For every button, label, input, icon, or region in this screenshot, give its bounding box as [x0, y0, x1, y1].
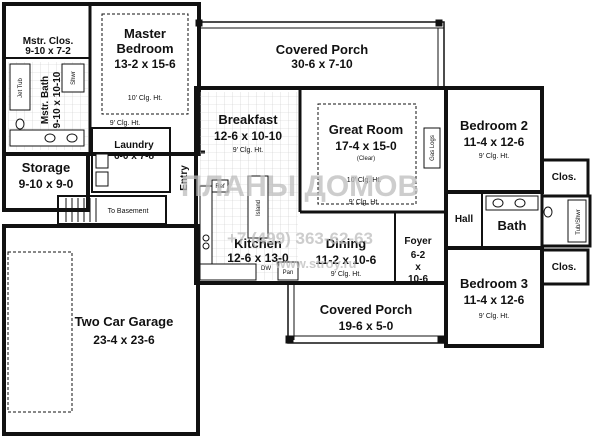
master-bedroom-label-1: Master — [124, 26, 166, 41]
dining-label: Dining — [326, 236, 366, 251]
garage-label: Two Car Garage — [75, 314, 174, 329]
master-bedroom-ceiling: 10' Clg. Ht. — [128, 95, 162, 102]
dining-ceiling: 9' Clg. Ht. — [331, 271, 362, 278]
great-room-label: Great Room — [329, 122, 403, 137]
entry-label: Entry — [179, 165, 190, 191]
rear-porch — [195, 19, 445, 89]
master-bedroom-dims: 13-2 x 15-6 — [114, 57, 176, 71]
master-bedroom-label-2: Bedroom — [116, 41, 173, 56]
bedroom2-closet-label: Clos. — [552, 172, 577, 183]
storage-dims: 9-10 x 9-0 — [19, 177, 74, 191]
bedroom2-dims: 11-4 x 12-6 — [464, 135, 525, 149]
gas-logs-label: Gas Logs — [430, 135, 436, 161]
breakfast-ceiling: 9' Clg. Ht. — [233, 147, 264, 154]
front-porch-label: Covered Porch — [320, 302, 413, 317]
ref-label: Ref — [215, 184, 225, 190]
to-basement-label: To Basement — [108, 208, 149, 215]
bedroom2-ceiling: 9' Clg. Ht. — [479, 153, 510, 160]
great-room-clear: (Clear) — [357, 156, 375, 162]
storage-label: Storage — [22, 160, 70, 175]
great-room-ceiling-2: 9' Clg. Ht. — [349, 199, 380, 206]
dw-label: DW — [261, 266, 271, 272]
foyer-dims-2: x — [415, 262, 421, 273]
tub-shower-label: Tub/Shwr — [576, 209, 582, 234]
shower-label: Shwr — [71, 71, 77, 85]
master-bath-label: Mstr. Bath — [40, 76, 51, 124]
hall-label: Hall — [455, 214, 474, 225]
bedroom3-ceiling: 9' Clg. Ht. — [479, 313, 510, 320]
breakfast-dims: 12-6 x 10-10 — [214, 129, 282, 143]
front-porch-dims: 19-6 x 5-0 — [339, 319, 394, 333]
bath-label: Bath — [498, 218, 527, 233]
rear-porch-dims: 30-6 x 7-10 — [291, 57, 353, 71]
bedroom2-label: Bedroom 2 — [460, 118, 528, 133]
rear-porch-label: Covered Porch — [276, 42, 369, 57]
foyer-dims-1: 6-2 — [411, 250, 426, 261]
front-porch — [285, 282, 447, 344]
laundry-ceiling: 9' Clg. Ht. — [110, 120, 141, 127]
bedroom3-label: Bedroom 3 — [460, 276, 528, 291]
garage-dims: 23-4 x 23-6 — [93, 333, 155, 347]
breakfast-label: Breakfast — [218, 112, 278, 127]
bedroom3-dims: 11-4 x 12-6 — [464, 293, 525, 307]
labels: Mstr. Clos. 9-10 x 7-2 Master Bedroom 13… — [18, 26, 582, 347]
watermark-phone: +7 (499) 363-62-63 — [227, 229, 373, 248]
laundry-dims: 6-0 x 7-8 — [114, 151, 154, 162]
dining-dims: 11-2 x 10-6 — [316, 253, 377, 267]
foyer-label: Foyer — [404, 236, 431, 247]
master-closet-label: Mstr. Clos. — [23, 36, 74, 47]
master-bath-dims: 9-10 x 10-10 — [52, 71, 63, 128]
watermark: ПЛАНЫ ДОМОВ +7 (499) 363-62-63 www.stroy… — [181, 170, 419, 271]
foyer-dims-3: 10-6 — [408, 274, 428, 285]
jet-tub-label: Jet Tub — [18, 78, 24, 98]
watermark-brand: ПЛАНЫ ДОМОВ — [181, 170, 419, 203]
kitchen-label: Kitchen — [234, 236, 282, 251]
great-room-ceiling-1: 10' Clg. Ht. — [347, 177, 381, 184]
fixtures — [7, 13, 587, 413]
master-closet-dims: 9-10 x 7-2 — [25, 46, 71, 57]
watermark-site: www.stroy.ru — [275, 256, 357, 271]
kitchen-dims: 12-6 x 13-0 — [227, 251, 289, 265]
great-room-dims: 17-4 x 15-0 — [335, 139, 397, 153]
island-label: Island — [256, 200, 262, 216]
pantry-label: Pan — [283, 270, 294, 276]
laundry-label: Laundry — [114, 140, 154, 151]
bedroom3-closet-label: Clos. — [552, 262, 577, 273]
